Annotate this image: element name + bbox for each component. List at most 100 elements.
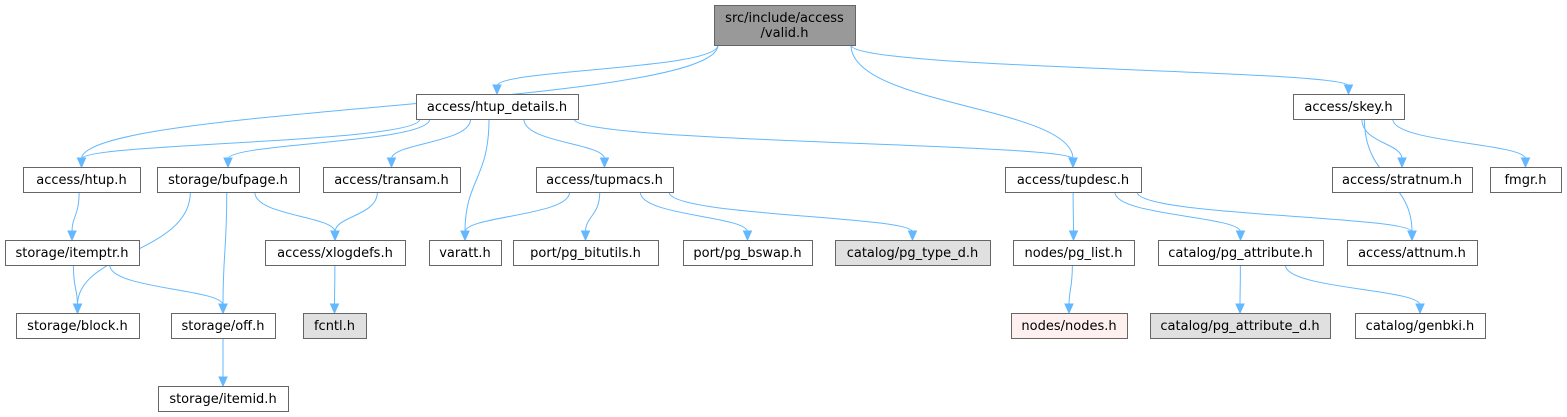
arrowhead-skey-to-fmgr bbox=[1520, 157, 1531, 169]
arrowhead-pg_attribute-to-pg_attribute_d bbox=[1235, 303, 1245, 315]
node-valid[interactable]: src/include/access/valid.h bbox=[714, 5, 856, 46]
edge-htup_details-to-bufpage bbox=[227, 118, 431, 160]
edge-tupmacs-to-pg_type_d bbox=[668, 191, 913, 233]
node-box bbox=[429, 240, 502, 266]
node-label: fcntl.h bbox=[314, 319, 355, 334]
node-label: src/include/access bbox=[725, 11, 844, 26]
node-bufpage[interactable]: storage/bufpage.h bbox=[157, 167, 300, 193]
node-label: access/transam.h bbox=[334, 173, 449, 188]
node-label: /valid.h bbox=[761, 26, 809, 41]
node-label: catalog/pg_attribute_d.h bbox=[1160, 319, 1319, 334]
edge-htup_details-to-varatt bbox=[464, 118, 490, 233]
edge-tupmacs-to-pg_bitutils bbox=[585, 191, 601, 233]
edge-transam-to-xlogdefs bbox=[334, 191, 378, 233]
node-box bbox=[171, 313, 276, 339]
node-box bbox=[714, 5, 856, 46]
node-label: access/attnum.h bbox=[1358, 246, 1466, 261]
edge-htup-to-itemptr bbox=[71, 191, 80, 233]
node-fmgr[interactable]: fmgr.h bbox=[1490, 167, 1562, 193]
node-box bbox=[1347, 240, 1478, 266]
node-box bbox=[1293, 94, 1405, 120]
arrowhead-htup_details-to-transam bbox=[386, 157, 397, 169]
node-label: access/skey.h bbox=[1304, 100, 1392, 115]
node-label: nodes/pg_list.h bbox=[1024, 246, 1122, 261]
node-itemptr[interactable]: storage/itemptr.h bbox=[5, 240, 140, 266]
node-label: catalog/pg_type_d.h bbox=[847, 246, 979, 261]
edge-bufpage-to-xlogdefs bbox=[254, 191, 336, 233]
node-label: nodes/nodes.h bbox=[1021, 319, 1116, 334]
arrowhead-tupmacs-to-varatt bbox=[460, 230, 470, 242]
arrowhead-tupmacs-to-pg_bitutils bbox=[580, 230, 591, 242]
node-label: fmgr.h bbox=[1504, 173, 1546, 188]
edge-itemptr-to-off bbox=[109, 264, 224, 306]
node-pg_bitutils[interactable]: port/pg_bitutils.h bbox=[513, 240, 659, 266]
node-attnum[interactable]: access/attnum.h bbox=[1347, 240, 1478, 266]
node-tupmacs[interactable]: access/tupmacs.h bbox=[536, 167, 674, 193]
arrowhead-htup_details-to-htup bbox=[76, 157, 87, 169]
arrowhead-htup-to-itemptr bbox=[67, 230, 77, 242]
node-box bbox=[1013, 240, 1135, 266]
edge-htup_details-to-transam bbox=[391, 118, 472, 160]
node-box bbox=[416, 94, 579, 120]
node-block[interactable]: storage/block.h bbox=[16, 313, 140, 339]
node-varatt[interactable]: varatt.h bbox=[429, 240, 502, 266]
arrowhead-skey-to-stratnum bbox=[1397, 157, 1407, 169]
node-box bbox=[158, 386, 289, 412]
node-label: access/htup_details.h bbox=[427, 100, 567, 115]
arrowhead-htup_details-to-tupdesc bbox=[1068, 157, 1078, 169]
node-box bbox=[323, 167, 461, 193]
node-box bbox=[1490, 167, 1562, 193]
node-label: access/xlogdefs.h bbox=[277, 246, 393, 261]
node-stratnum[interactable]: access/stratnum.h bbox=[1332, 167, 1473, 193]
node-label: varatt.h bbox=[439, 246, 491, 261]
nodes-layer: src/include/access/valid.h access/htup_de… bbox=[5, 5, 1562, 412]
node-label: storage/itemptr.h bbox=[15, 246, 128, 261]
node-pg_type_d[interactable]: catalog/pg_type_d.h bbox=[835, 240, 991, 266]
node-htup_details[interactable]: access/htup_details.h bbox=[416, 94, 579, 120]
node-box bbox=[683, 240, 813, 266]
node-skey[interactable]: access/skey.h bbox=[1293, 94, 1405, 120]
node-htup[interactable]: access/htup.h bbox=[23, 167, 141, 193]
node-off[interactable]: storage/off.h bbox=[171, 313, 276, 339]
node-pg_attribute_d[interactable]: catalog/pg_attribute_d.h bbox=[1150, 313, 1331, 339]
edge-bufpage-to-off bbox=[222, 191, 228, 306]
edge-htup_details-to-tupmacs bbox=[523, 118, 605, 160]
node-xlogdefs[interactable]: access/xlogdefs.h bbox=[265, 240, 406, 266]
edge-valid-to-skey bbox=[850, 44, 1349, 87]
node-pg_attribute[interactable]: catalog/pg_attribute.h bbox=[1158, 240, 1324, 266]
node-genbki[interactable]: catalog/genbki.h bbox=[1355, 313, 1486, 339]
arrowhead-itemptr-to-block bbox=[72, 303, 83, 315]
node-fcntl[interactable]: fcntl.h bbox=[303, 313, 367, 339]
node-itemid[interactable]: storage/itemid.h bbox=[158, 386, 289, 412]
arrowhead-pg_attribute-to-genbki bbox=[1415, 303, 1425, 315]
arrowhead-itemptr-to-off bbox=[218, 303, 228, 315]
node-tupdesc[interactable]: access/tupdesc.h bbox=[1005, 167, 1142, 193]
node-label: storage/itemid.h bbox=[169, 392, 276, 407]
edge-valid-to-tupdesc bbox=[850, 44, 1074, 160]
node-pg_list[interactable]: nodes/pg_list.h bbox=[1013, 240, 1135, 266]
edge-valid-to-htup bbox=[81, 44, 719, 160]
node-box bbox=[303, 313, 367, 339]
edge-tupmacs-to-varatt bbox=[464, 191, 571, 233]
node-nodes[interactable]: nodes/nodes.h bbox=[1011, 313, 1128, 339]
arrowhead-xlogdefs-to-fcntl bbox=[329, 303, 340, 315]
arrowhead-htup_details-to-bufpage bbox=[223, 157, 233, 169]
node-transam[interactable]: access/transam.h bbox=[323, 167, 461, 193]
edge-htup_details-to-tupdesc bbox=[573, 118, 1074, 160]
node-pg_bswap[interactable]: port/pg_bswap.h bbox=[683, 240, 813, 266]
arrowhead-tupdesc-to-pg_attribute bbox=[1235, 230, 1246, 242]
node-label: storage/block.h bbox=[27, 319, 128, 334]
node-label: port/pg_bswap.h bbox=[693, 246, 801, 261]
arrowhead-off-to-itemid bbox=[218, 376, 228, 388]
edge-pg_list-to-nodes bbox=[1068, 264, 1073, 306]
arrowhead-transam-to-xlogdefs bbox=[330, 230, 340, 242]
node-label: storage/off.h bbox=[181, 319, 264, 334]
edge-valid-to-htup_details bbox=[496, 44, 719, 87]
node-box bbox=[513, 240, 659, 266]
node-box bbox=[1355, 313, 1486, 339]
node-label: access/htup.h bbox=[36, 173, 126, 188]
node-label: access/tupmacs.h bbox=[546, 173, 663, 188]
edges-layer bbox=[67, 44, 1531, 388]
edge-htup_details-to-htup bbox=[81, 118, 421, 160]
